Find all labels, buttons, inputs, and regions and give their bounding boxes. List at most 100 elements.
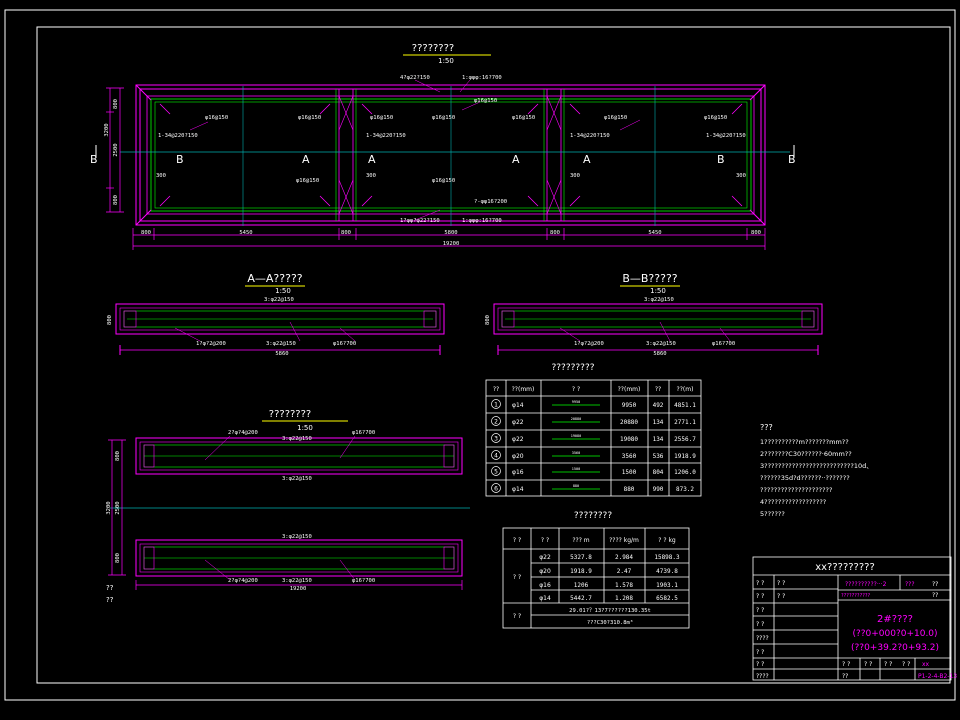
plan-vdim-2: 3200 (104, 123, 110, 136)
section-mark-a-right: A (512, 153, 520, 166)
rebar-h5: ??(m) (677, 386, 694, 393)
rebar-len: 19080 (620, 436, 638, 443)
qty-dia: φ16 (539, 582, 551, 589)
plan-dim-4: 800 (550, 230, 560, 236)
drawing-title-2: (??0+000?0+10.0) (852, 629, 937, 639)
plan-bottom-label: 1?φφ?φ22?150 (400, 218, 440, 224)
inner-frame (36, 26, 951, 684)
qty-total-line2: ???C30?310.8m³ (587, 619, 633, 626)
rebar-total: 1918.9 (674, 453, 696, 460)
plan-label-2j: φ16@150 (432, 178, 455, 184)
rebar-no-circle (491, 450, 501, 460)
elev-vdim-3: 800 (115, 553, 121, 563)
rebar-shape-mark: 880 (573, 484, 579, 488)
section-mark-b-right: B (717, 153, 725, 166)
notes-title: ??? (760, 423, 773, 432)
qty-wt: 15898.3 (654, 554, 680, 561)
plan-label-2f: φ16@150 (704, 115, 727, 121)
rebar-total: 873.2 (676, 486, 694, 493)
qty-total-line1: 29.01?？13?7??????130.35t (569, 607, 651, 614)
notes-line-5: 4?????????????????? (760, 498, 826, 506)
qty-len: 1206 (574, 582, 589, 589)
elev-top-label-2: φ16?700 (352, 430, 375, 436)
qty-wt: 1903.1 (656, 582, 678, 589)
section-mark-b-left: B (176, 153, 184, 166)
elevation-view: ???????? 1:50 2?φ?4@200 3:φ22@150 φ1 (106, 409, 470, 604)
rebar-total: 2771.1 (674, 419, 696, 426)
plan-label-4b: 300 (366, 173, 376, 179)
rebar-cnt: 990 (653, 486, 664, 493)
rebar-shape-mark: 9950 (572, 400, 580, 404)
rebar-shape-mark: 1500 (572, 467, 580, 471)
rebar-cnt: 134 (653, 436, 664, 443)
tb-foot-2: ? ? (884, 661, 892, 668)
rebar-shape-mark: 20880 (571, 417, 582, 421)
rebar-table: ????????? ?? ??(mm) ? ? ??(mm) ?? ??(m) … (485, 363, 702, 497)
rebar-h1: ??(mm) (512, 386, 535, 393)
rebar-cnt: 492 (653, 402, 664, 409)
elev-vdim-1: 2500 (115, 501, 121, 514)
tb-foot-0: ? ? (842, 661, 850, 668)
section-b-bot-label2: 3:φ22@150 (646, 341, 676, 347)
section-a: A—A????? 1:50 3:φ22@150 1?φ?2@200 3:φ22@… (107, 272, 445, 357)
rebar-no-circle (491, 416, 501, 426)
rebar-dia: φ14 (512, 402, 524, 409)
rebar-h3: ??(mm) (618, 386, 641, 393)
rebar-dia: φ22 (512, 436, 524, 443)
plan-dim-2: 800 (341, 230, 351, 236)
plan-label-2a: φ16@150 (205, 115, 228, 121)
section-a-scale: 1:50 (275, 287, 291, 295)
plan-label-3b: 1-34@220?150 (366, 133, 406, 139)
notes-line-6: 5?????? (760, 510, 785, 518)
plan-scale: 1:50 (438, 57, 454, 65)
section-a-side-dim: 800 (107, 315, 113, 325)
tb-foot-4: ?? (842, 673, 848, 680)
qty-unit: 1.578 (615, 582, 633, 589)
elev-bot-label-1: 3:φ22@150 (282, 578, 312, 584)
rebar-no: 3 (494, 436, 498, 443)
rebar-dia: φ22 (512, 419, 524, 426)
plan-label-2e: φ16@150 (604, 115, 627, 121)
tb-row-4: ???? (756, 635, 769, 642)
elev-mid-label-b: 3:φ22@150 (282, 534, 312, 540)
section-b-top-label: 3:φ22@150 (644, 297, 674, 303)
plan-label-2g: φ16@150 (432, 115, 455, 121)
rebar-shape-mark: 3560 (572, 451, 580, 455)
section-a-top-label: 3:φ22@150 (264, 297, 294, 303)
notes-line-0: 1??????????m???????mm?? (760, 438, 849, 446)
section-b-scale: 1:50 (650, 287, 666, 295)
plan-label-0: 4?φ22?150 (400, 75, 430, 81)
rebar-h0: ?? (493, 386, 499, 393)
qty-unit: 2.984 (615, 554, 633, 561)
section-mark-b-far-left: B (90, 153, 98, 166)
section-b-title: B—B????? (622, 272, 677, 285)
rebar-no: 5 (494, 469, 498, 476)
project-name-2: ??????????? (841, 593, 871, 599)
rebar-no: 4 (494, 453, 498, 460)
rebar-len: 20880 (620, 419, 638, 426)
plan-label-2h: φ16@150 (474, 98, 497, 104)
elev-mid-label-a: 3:φ22@150 (282, 476, 312, 482)
qty-table-title: ???????? (574, 511, 612, 521)
qty-len: 5442.7 (570, 595, 592, 602)
plan-label-2i: φ16@150 (296, 178, 319, 184)
section-b-bot-label1: 1?φ?2@200 (574, 341, 604, 347)
qty-dia: φ20 (539, 568, 551, 575)
qty-table: ???????? ? ? ? ? ??? m ???? kg/m ? ? kg … (502, 511, 690, 629)
elev-foot-1: ?? (106, 596, 114, 604)
qty-h1: ? ? (541, 537, 549, 544)
plan-dim-5: 5450 (648, 230, 661, 236)
plan-label-5: ?-φφ16?200 (474, 199, 507, 205)
qty-dia: φ14 (539, 595, 551, 602)
plan-label-4a: 300 (156, 173, 166, 179)
section-mark-b-far-right: B (788, 153, 796, 166)
plan-label-2b: φ16@150 (298, 115, 321, 121)
tb-row-6: ? ? (756, 661, 764, 668)
section-mark-a3: A (583, 153, 591, 166)
section-a-bot-label1: 1?φ?2@200 (196, 341, 226, 347)
section-a-bot-label2: 3:φ22@150 (266, 341, 296, 347)
